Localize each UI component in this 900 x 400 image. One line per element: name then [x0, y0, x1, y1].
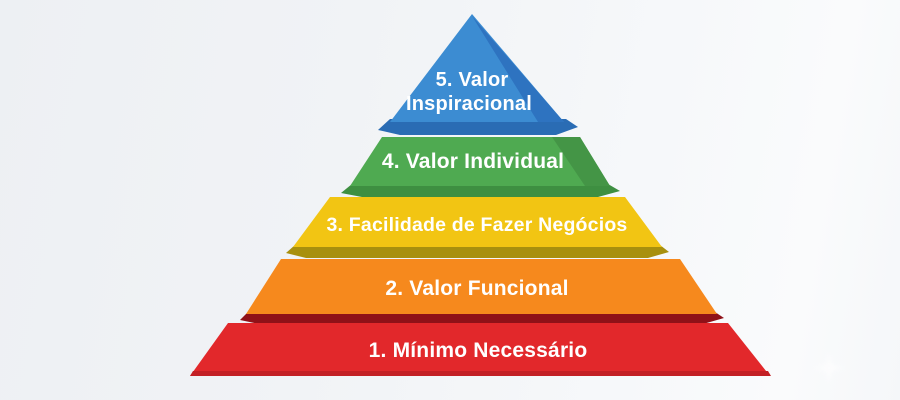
level-4-face: [350, 137, 610, 186]
level-3-shadow-band: [286, 245, 669, 258]
level-3-face: [293, 197, 662, 247]
level-1-label: 1. Mínimo Necessário: [369, 339, 588, 362]
level-1-bottom-edge: [190, 371, 771, 376]
level-4-shadow-band: [341, 184, 620, 197]
level-5-right-fold: [472, 16, 564, 122]
level-5-face: [390, 14, 564, 122]
level-2-shadow-band: [240, 312, 724, 324]
level-5-shadow-band: [378, 119, 578, 135]
sparkle-icon: [813, 352, 845, 384]
level-5-label-line-1: 5. Valor: [436, 69, 509, 91]
level-2-label: 2. Valor Funcional: [385, 277, 568, 300]
level-1-face: [190, 323, 770, 376]
level-4-label: 4. Valor Individual: [382, 150, 564, 173]
level-4-right-fold: [552, 137, 610, 186]
level-3-label: 3. Facilidade de Fazer Negócios: [327, 214, 628, 236]
level-2-face: [246, 259, 717, 314]
level-5-label-line-2: Inspiracional: [406, 93, 532, 115]
